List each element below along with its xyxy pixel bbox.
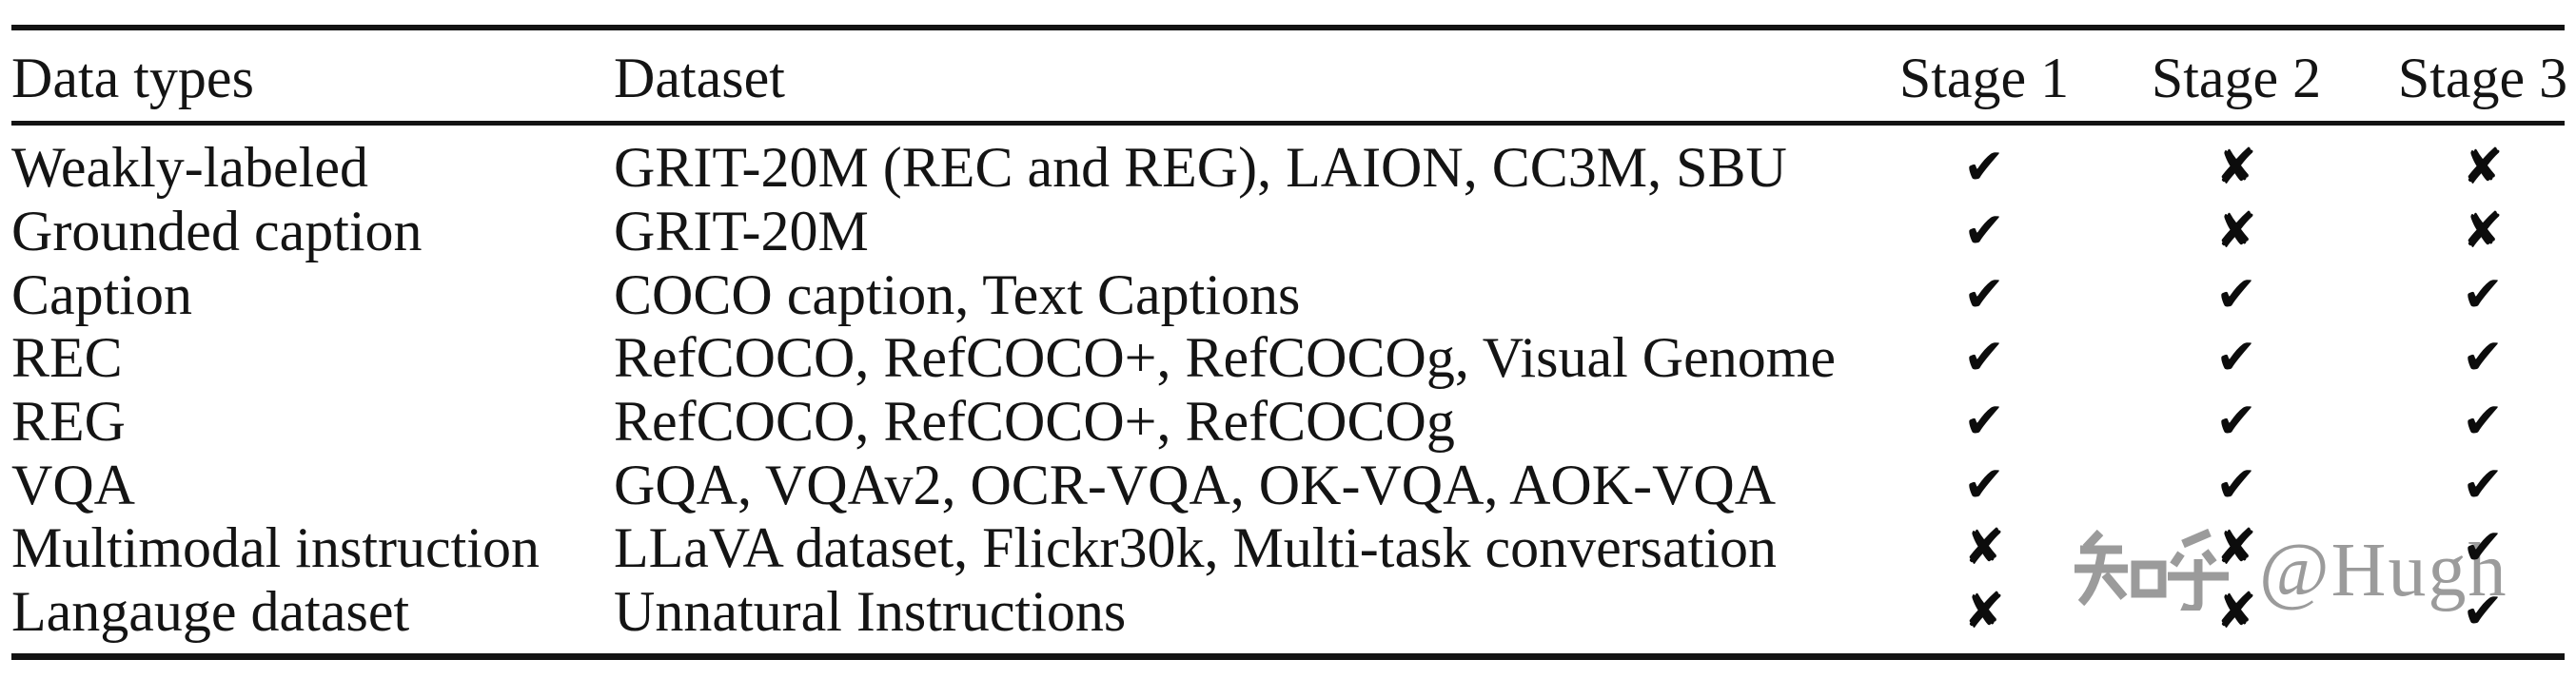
data-type-cell: REG [11, 390, 126, 454]
table-mid-rule [11, 121, 2565, 126]
dataset-cell: GRIT-20M (REC and REG), LAION, CC3M, SBU [614, 136, 1787, 200]
dataset-cell: COCO caption, Text Captions [614, 262, 1301, 326]
data-type-cell: VQA [11, 453, 135, 516]
stage2-mark: ✘ [2215, 203, 2257, 261]
col-header-data-types: Data types [11, 47, 254, 109]
data-type-cell: REC [11, 326, 123, 390]
data-type-cell: Weakly-labeled [11, 136, 368, 200]
dataset-cell: LLaVA dataset, Flickr30k, Multi-task con… [614, 516, 1778, 580]
stage1-mark: ✘ [1963, 583, 2005, 641]
stage2-mark: ✘ [2215, 139, 2257, 197]
stage1-mark: ✔ [1963, 203, 2005, 261]
table-bottom-rule [11, 652, 2565, 660]
stage3-mark: ✔ [2462, 583, 2504, 641]
table-row: VQA GQA, VQAv2, OCR-VQA, OK-VQA, AOK-VQA… [11, 453, 2565, 516]
stage3-mark: ✘ [2462, 139, 2504, 197]
table-row: REC RefCOCO, RefCOCO+, RefCOCOg, Visual … [11, 326, 2565, 390]
stage1-mark: ✘ [1963, 519, 2005, 577]
table-row: Caption COCO caption, Text Captions ✔ ✔ … [11, 262, 2565, 326]
stage3-mark: ✔ [2462, 329, 2504, 387]
table-body: Weakly-labeled GRIT-20M (REC and REG), L… [11, 126, 2565, 653]
data-type-cell: Langauge dataset [11, 580, 410, 644]
stage2-mark: ✔ [2215, 265, 2257, 323]
training-data-table: Data types Dataset Stage 1 Stage 2 Stage… [11, 25, 2567, 660]
stage1-mark: ✔ [1963, 456, 2005, 514]
table-top-rule [11, 25, 2565, 30]
zhihu-watermark: @Hugh [2071, 525, 2507, 611]
stage1-mark: ✔ [1963, 393, 2005, 451]
data-type-cell: Caption [11, 262, 192, 326]
stage2-mark: ✘ [2215, 583, 2257, 641]
data-type-cell: Multimodal instruction [11, 516, 540, 580]
stage1-mark: ✔ [1963, 329, 2005, 387]
table-header-row: Data types Dataset Stage 1 Stage 2 Stage… [11, 30, 2567, 121]
col-header-dataset: Dataset [614, 47, 785, 109]
stage3-mark: ✔ [2462, 519, 2504, 577]
dataset-cell: GRIT-20M [614, 200, 869, 263]
stage2-mark: ✘ [2215, 519, 2257, 577]
dataset-cell: RefCOCO, RefCOCO+, RefCOCOg, Visual Geno… [614, 326, 1837, 390]
stage2-mark: ✔ [2215, 456, 2257, 514]
stage1-mark: ✔ [1963, 265, 2005, 323]
stage3-mark: ✘ [2462, 203, 2504, 261]
table-row: Weakly-labeled GRIT-20M (REC and REG), L… [11, 136, 2565, 200]
stage2-mark: ✔ [2215, 329, 2257, 387]
col-header-stage2: Stage 2 [2151, 47, 2322, 109]
dataset-cell: Unnatural Instructions [614, 580, 1127, 644]
dataset-cell: GQA, VQAv2, OCR-VQA, OK-VQA, AOK-VQA [614, 453, 1777, 516]
zhihu-logo-icon [2075, 528, 2229, 611]
table-row: Grounded caption GRIT-20M ✔ ✘ ✘ [11, 200, 2565, 263]
dataset-cell: RefCOCO, RefCOCO+, RefCOCOg [614, 390, 1455, 454]
table-row: Langauge dataset Unnatural Instructions … [11, 580, 2565, 644]
table-row: Multimodal instruction LLaVA dataset, Fl… [11, 516, 2565, 580]
stage3-mark: ✔ [2462, 456, 2504, 514]
watermark-handle: @Hugh [2259, 529, 2508, 612]
data-type-cell: Grounded caption [11, 200, 423, 263]
stage2-mark: ✔ [2215, 393, 2257, 451]
table-row: REG RefCOCO, RefCOCO+, RefCOCOg ✔ ✔ ✔ [11, 390, 2565, 454]
stage1-mark: ✔ [1963, 139, 2005, 197]
col-header-stage1: Stage 1 [1898, 47, 2070, 109]
stage3-mark: ✔ [2462, 265, 2504, 323]
stage3-mark: ✔ [2462, 393, 2504, 451]
col-header-stage3: Stage 3 [2397, 47, 2568, 109]
